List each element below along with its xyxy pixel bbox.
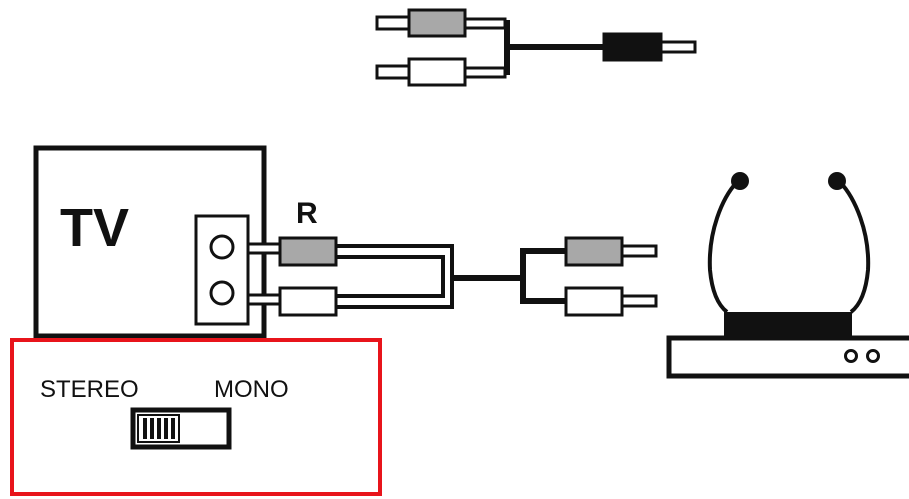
adapter-red-rca-plug (375, 8, 507, 38)
far-side-red-plug (564, 236, 658, 267)
far-side-white-plug (564, 286, 658, 317)
main-audio-cable (246, 236, 658, 317)
headset-base-station (666, 335, 909, 379)
base-right-jack (866, 349, 880, 363)
adapter-cable (375, 8, 697, 87)
tv-side-red-plug (246, 236, 338, 267)
stereo-mono-switch[interactable] (130, 407, 232, 450)
cable-wire-upper (336, 244, 454, 278)
headset-left-earpiece (731, 172, 749, 190)
cable-wire-split (520, 248, 566, 304)
tv-unit: TV (33, 145, 267, 339)
tv-audio-jack-panel (194, 214, 250, 326)
adapter-white-rca-plug (375, 57, 507, 87)
tv-white-audio-jack (209, 280, 235, 306)
stereo-label: STEREO (40, 376, 139, 403)
adapter-mini-plug (602, 32, 697, 62)
headset-left-arm (707, 180, 739, 314)
headset-right-arm (838, 180, 871, 314)
adapter-cable-wire (504, 20, 608, 75)
tv-label: TV (60, 198, 129, 258)
tv-side-white-plug (246, 286, 338, 317)
base-left-jack (844, 349, 858, 363)
base-station-body (666, 335, 909, 379)
wireless-headset (707, 172, 871, 340)
headset-band (724, 312, 852, 340)
headset-right-earpiece (828, 172, 846, 190)
tv-red-audio-jack (209, 234, 235, 260)
right-channel-label: R (296, 197, 318, 230)
switch-knob-grip (143, 418, 175, 439)
cable-wire-lower (336, 278, 454, 309)
mono-label: MONO (214, 376, 289, 403)
